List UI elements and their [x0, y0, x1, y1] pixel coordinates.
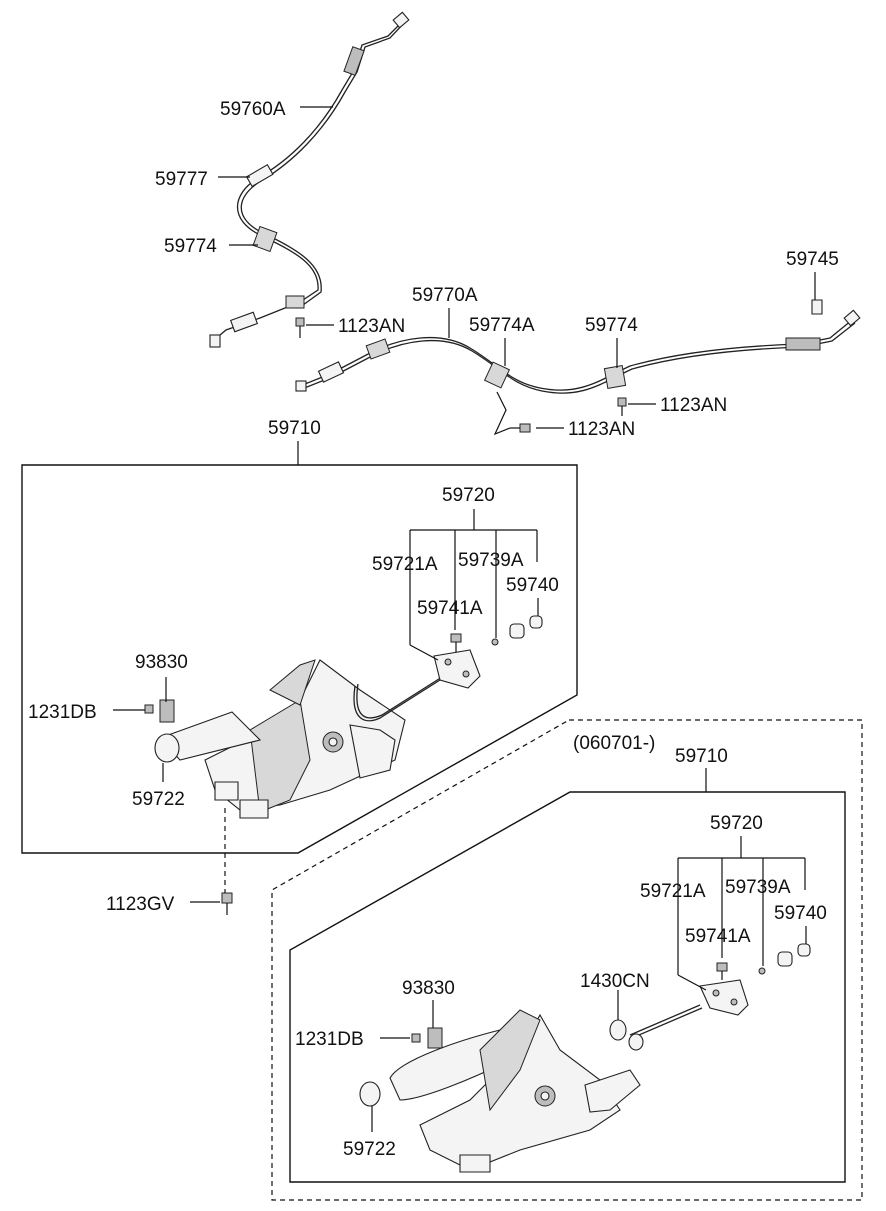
label-59774-b: 59774: [585, 315, 638, 336]
part-labels: 59760A 59777 59774 1123AN 59770A 59774A …: [28, 99, 839, 1160]
label-59739a-bottom: 59739A: [725, 877, 791, 898]
rear-cable-right: [295, 299, 861, 394]
label-59720-bottom: 59720: [710, 813, 763, 834]
label-1231db-top: 1231DB: [28, 702, 97, 723]
lever-assembly-top: [144, 649, 481, 819]
label-59745: 59745: [786, 249, 839, 270]
lever-assembly-bottom: [359, 979, 749, 1173]
small-parts-bottom: [716, 943, 811, 980]
label-59739a-top: 59739A: [458, 550, 524, 571]
label-59722-top: 59722: [132, 789, 185, 810]
label-59777: 59777: [155, 169, 208, 190]
label-59741a-top: 59741A: [417, 598, 483, 619]
label-59770a: 59770A: [412, 285, 478, 306]
label-59720-top: 59720: [442, 485, 495, 506]
label-59710-top: 59710: [268, 418, 321, 439]
assembly-frame-top: [21, 464, 578, 854]
label-59721a-top: 59721A: [372, 554, 438, 575]
label-1430cn: 1430CN: [580, 971, 650, 992]
label-1123an-2: 1123AN: [660, 395, 727, 416]
assembly-frame-bottom: [289, 791, 846, 1183]
label-59774a: 59774A: [469, 315, 535, 336]
bolt-icon: [295, 317, 627, 433]
label-59741a-bottom: 59741A: [685, 926, 751, 947]
label-59774: 59774: [164, 236, 217, 257]
label-1123gv: 1123GV: [106, 894, 175, 915]
small-parts-top: [221, 615, 543, 915]
label-1231db-bottom: 1231DB: [295, 1029, 364, 1050]
label-59740-bottom: 59740: [774, 903, 827, 924]
label-59740-top: 59740: [506, 575, 559, 596]
label-59710-bottom: 59710: [675, 746, 728, 767]
label-date-code: (060701-): [573, 733, 655, 754]
rear-cable-left: [209, 11, 410, 348]
label-1123an-1: 1123AN: [338, 316, 405, 337]
label-59722-bottom: 59722: [343, 1139, 396, 1160]
label-59760a: 59760A: [220, 99, 286, 120]
leader-lines: [113, 106, 816, 1132]
assembly-frame-bottom-dashed: [271, 719, 863, 1201]
label-93830-bottom: 93830: [402, 978, 455, 999]
label-93830-top: 93830: [135, 652, 188, 673]
label-1123an-3: 1123AN: [568, 419, 635, 440]
label-59721a-bottom: 59721A: [640, 881, 706, 902]
